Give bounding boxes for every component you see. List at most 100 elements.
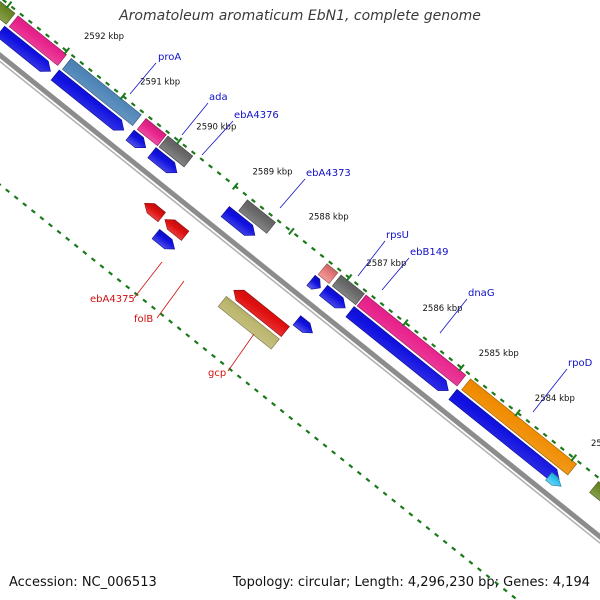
tick-track-dot [302,239,308,245]
tick-track-dot [39,216,45,221]
tick-track-dot [502,587,508,593]
cds-forward-arrow [147,147,178,174]
tick-track-dot [525,418,531,424]
tick-track-dot [219,360,225,366]
gene-label-folB: folB [134,314,153,325]
tick-track-dot [79,60,85,66]
gene-label-leader [279,178,306,209]
tick-track-dot [133,291,139,297]
gene-label-leader [227,333,255,372]
gene-label-rpoD: rpoD [568,358,593,369]
cds-forward-arrow [345,306,449,391]
tick-track-dot [96,74,102,80]
gene-band-olive [0,0,16,25]
tick-track-dot [356,470,362,476]
tick-track-dot [542,432,548,438]
tick-track-dot [259,205,265,210]
tick-track-dot [442,539,448,545]
tick-track-dot [328,260,334,266]
tick-track-dot [142,298,148,304]
tick-mark [288,227,295,236]
gene-label-leader [381,257,410,291]
gene-band-orange [461,378,578,476]
tick-track-dot [339,457,345,462]
gene-label-leader [156,280,185,319]
gene-label-proA: proA [158,52,181,63]
gene-band-steelblue [61,57,142,127]
gene-band-salmon [317,263,339,284]
gene-band-olive [589,481,600,502]
tick-track-dot [5,188,10,193]
tick-track-dot [113,88,119,93]
cds-forward-arrow [220,206,256,236]
tick-track-dot [56,229,62,235]
tick-track-dot [271,401,276,407]
backbone-line [0,51,600,540]
tick-track-dot [10,5,16,11]
tick-track-dot [253,388,259,393]
tick-track-dot [185,333,191,338]
tick-track-dot [22,202,28,207]
tick-label: 2584 kbp [535,394,575,404]
tick-track-dot [405,322,411,328]
gene-band-gray [158,135,194,168]
backbone-shadow [0,60,600,545]
tick-track-dot [130,102,136,107]
gene-label-ebA4376: ebA4376 [234,110,279,121]
tick-mark [119,92,127,100]
tick-label: 2587 kbp [366,259,406,269]
tick-track-dot [465,370,471,376]
gene-label-ebA4373: ebA4373 [306,168,351,179]
gene-label-leader [201,120,234,156]
tick-track-dot [216,170,222,176]
tick-track-dot [82,250,88,255]
tick-track-dot [276,219,282,224]
gene-band-gray [238,199,276,234]
gene-label-leader [357,240,386,277]
tick-track-dot [116,277,122,283]
tick-track-dot [13,195,19,200]
tick-track-dot [0,183,2,187]
gene-label-dnaG: dnaG [468,288,495,299]
tick-track-dot [53,40,59,45]
tick-track-dot [396,315,402,321]
tick-track-dot [168,319,174,324]
tick-track-dot [451,546,457,552]
tick-label: 2585 kbp [479,349,519,359]
tick-track-dot [416,518,422,524]
tick-track-dot [225,177,231,183]
tick-mark [231,182,239,190]
tick-track-dot [477,567,482,572]
tick-track-dot [365,477,371,483]
cds-reverse-arrow [233,289,290,338]
tick-track-dot [379,301,385,307]
gene-label-leader [532,368,568,413]
tick-track-dot [165,129,171,135]
tick-track-dot [293,232,299,238]
tick-track-dot [242,191,248,197]
cds-forward-arrow [151,228,175,250]
cds-reverse-arrow [164,219,190,241]
tick-mark [570,454,578,462]
tick-track-dot [382,491,388,496]
tick-label: 2590 kbp [196,122,236,132]
gene-band-magenta [356,294,467,387]
tick-track-dot [268,212,273,217]
tick-track-dot [296,422,302,428]
accession-label: Accession: NC_006513 [9,575,157,590]
tick-track-dot [2,0,8,4]
tick-track-dot [199,157,205,162]
tick-track-dot [474,377,479,383]
tick-track-dot [250,198,256,204]
tick-track-dot [73,243,79,249]
tick-track-dot [288,415,294,421]
tick-track-dot [305,429,311,435]
tick-track-dot [125,284,131,290]
gene-label-leader [181,102,209,136]
gene-band-magenta [8,15,67,66]
tick-track-dot [65,236,71,242]
tick-track-dot [362,288,368,293]
tick-track-dot [371,294,376,300]
